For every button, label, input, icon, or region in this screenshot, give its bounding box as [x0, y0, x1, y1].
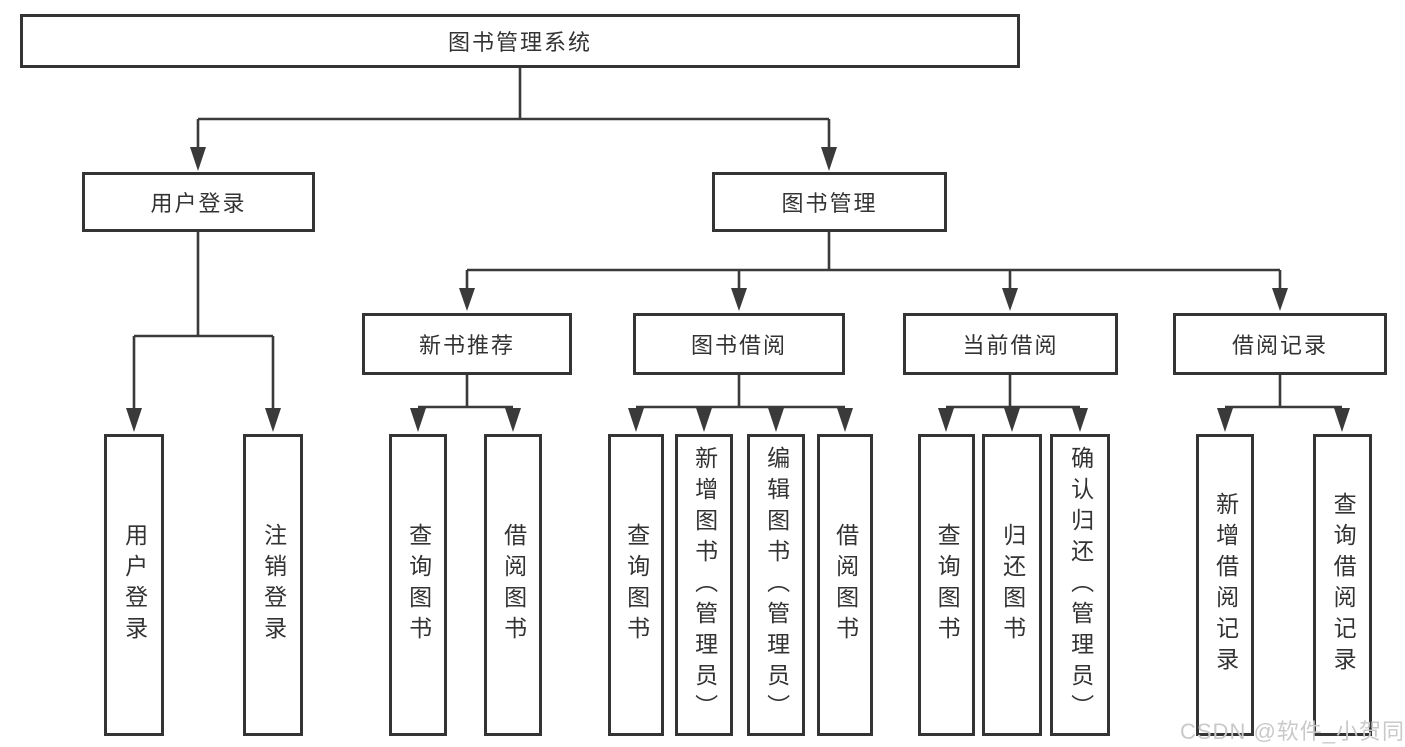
leaf-query-borrow-record: 查询借阅记录 [1313, 434, 1372, 736]
connector-new-book-to-leaves [410, 375, 521, 432]
leaf-logout: 注销登录 [243, 434, 303, 736]
node-user-login: 用户登录 [82, 172, 315, 232]
node-label: 当前借阅 [962, 333, 1059, 358]
node-label: 新书推荐 [418, 333, 515, 358]
connector-book-mgmt-to-modules [459, 232, 1288, 311]
node-label: 用户登录 [150, 191, 247, 216]
csdn-watermark: CSDN @软件_小贺同学 [1180, 719, 1405, 744]
connector-records-to-leaves [1217, 375, 1350, 432]
leaf-query-book-recommend: 查询图书 [389, 434, 447, 736]
node-book-management: 图书管理 [712, 172, 947, 232]
node-label: 查询借阅记录 [1330, 492, 1357, 678]
node-current-borrow: 当前借阅 [903, 313, 1118, 375]
node-new-book-recommend: 新书推荐 [362, 313, 572, 375]
connector-user-login-to-leaves [126, 232, 281, 432]
node-label: 图书管理系统 [447, 30, 592, 55]
node-label: 注销登录 [260, 523, 287, 647]
connector-current-borrow-to-leaves [938, 375, 1088, 432]
leaf-edit-book-admin: 编辑图书（管理员） [747, 434, 805, 736]
node-label: 新增借阅记录 [1212, 492, 1239, 678]
node-label: 借阅图书 [832, 523, 859, 647]
leaf-query-book-current: 查询图书 [918, 434, 975, 736]
node-label: 查询图书 [623, 523, 650, 647]
leaf-user-login: 用户登录 [104, 434, 164, 736]
leaf-add-borrow-record: 新增借阅记录 [1196, 434, 1254, 736]
node-label: 用户登录 [121, 523, 148, 647]
leaf-add-book-admin: 新增图书（管理员） [675, 434, 733, 736]
node-borrow-records: 借阅记录 [1173, 313, 1387, 375]
node-label: 查询图书 [405, 523, 432, 647]
connector-book-borrow-to-leaves [628, 375, 853, 432]
leaf-borrow-book: 借阅图书 [817, 434, 873, 736]
leaf-confirm-return-admin: 确认归还（管理员） [1050, 434, 1110, 736]
node-root-system: 图书管理系统 [20, 14, 1020, 68]
leaf-borrow-book-recommend: 借阅图书 [484, 434, 542, 736]
leaf-query-book-borrow: 查询图书 [608, 434, 664, 736]
node-label: 借阅图书 [500, 523, 527, 647]
node-label: 新增图书（管理员） [691, 445, 718, 725]
connector-root-to-branches [190, 68, 837, 171]
node-label: 图书借阅 [690, 333, 787, 358]
node-label: 查询图书 [934, 523, 961, 647]
node-label: 确认归还（管理员） [1067, 445, 1094, 725]
node-book-borrow: 图书借阅 [633, 313, 845, 375]
node-label: 编辑图书（管理员） [763, 445, 790, 725]
node-label: 借阅记录 [1231, 333, 1328, 358]
node-label: 归还图书 [999, 523, 1026, 647]
node-label: 图书管理 [781, 191, 878, 216]
leaf-return-book: 归还图书 [982, 434, 1042, 736]
